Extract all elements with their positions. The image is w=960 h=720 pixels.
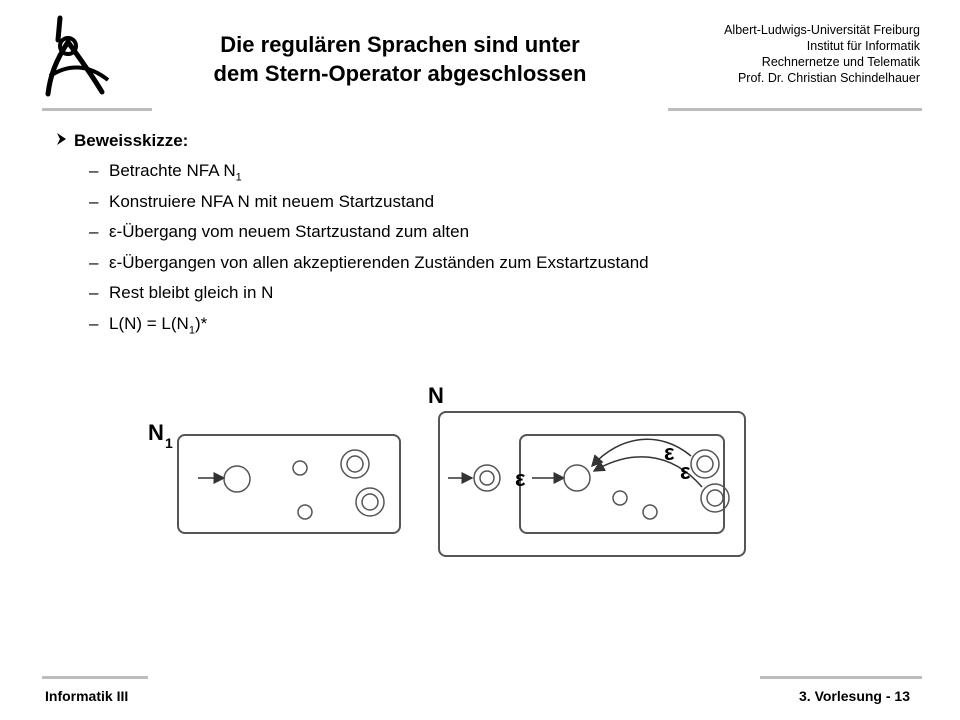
item-subscript: 1 xyxy=(235,171,242,184)
footer-course: Informatik III xyxy=(45,688,129,704)
dash: – xyxy=(89,283,99,302)
footer-page: 3. Vorlesung - 13 xyxy=(799,688,910,704)
dash: – xyxy=(89,161,99,180)
n-accept-state xyxy=(700,483,730,513)
n-inner-box xyxy=(519,434,725,534)
item-text: Konstruiere NFA N mit neuem Startzustand xyxy=(109,191,435,211)
list-item: – Rest bleibt gleich in N xyxy=(56,278,649,309)
title-line-1: Die regulären Sprachen sind unter xyxy=(220,32,580,57)
institution-line: Rechnernetze und Telematik xyxy=(761,55,920,69)
heading-text: Beweisskizze: xyxy=(74,131,189,150)
list-item: – Betrachte NFA N1 xyxy=(56,156,649,187)
n1-label-subscript: 1 xyxy=(165,435,173,451)
university-logo-icon xyxy=(45,15,110,97)
list-item: – ε-Übergang vom neuem Startzustand zum … xyxy=(56,217,649,248)
item-text: L(N) = L(N xyxy=(109,313,189,333)
list-item: – L(N) = L(N1)* xyxy=(56,309,649,340)
n-state xyxy=(612,490,628,506)
item-text: ε-Übergang vom neuem Startzustand zum al… xyxy=(109,222,470,241)
bullet-heading: Beweisskizze: xyxy=(56,126,649,156)
nfa-diagram: N 1 N ε ε ε xyxy=(148,383,746,557)
list-item: – ε-Übergangen von allen akzeptierenden … xyxy=(56,248,649,279)
slide-content: Beweisskizze: – Betrachte NFA N1 – Konst… xyxy=(56,126,649,339)
institution-block: Albert-Ludwigs-Universität Freiburg Inst… xyxy=(724,22,920,86)
item-text-suffix: )* xyxy=(194,313,208,333)
item-text: ε-Übergangen von allen akzeptierenden Zu… xyxy=(109,252,649,272)
n1-accept-state xyxy=(340,449,370,479)
epsilon-back-transition xyxy=(592,456,703,488)
epsilon-label: ε xyxy=(515,466,526,491)
institution-line: Institut für Informatik xyxy=(806,39,920,53)
n-accept-state xyxy=(690,449,720,479)
item-text: Rest bleibt gleich in N xyxy=(109,283,274,302)
item-subscript: 1 xyxy=(188,323,195,336)
dash: – xyxy=(89,252,99,272)
dash: – xyxy=(89,191,99,211)
n1-state xyxy=(292,460,308,476)
header-divider-right xyxy=(668,108,922,111)
n1-label: N xyxy=(148,420,164,445)
epsilon-label: ε xyxy=(680,459,691,484)
bullet-arrow-icon xyxy=(56,126,74,156)
slide-title: Die regulären Sprachen sind unter dem St… xyxy=(150,30,650,88)
dash: – xyxy=(89,222,99,241)
n1-box xyxy=(177,434,401,534)
institution-line: Prof. Dr. Christian Schindelhauer xyxy=(737,71,920,85)
header-divider-left xyxy=(42,108,152,111)
epsilon-back-transition xyxy=(590,438,692,468)
list-item: – Konstruiere NFA N mit neuem Startzusta… xyxy=(56,187,649,218)
item-text: Betrachte NFA N xyxy=(109,161,236,180)
title-line-2: dem Stern-Operator abgeschlossen xyxy=(213,61,587,86)
n-new-start-state xyxy=(473,464,501,492)
n1-start-state xyxy=(223,465,251,493)
epsilon-label: ε xyxy=(664,440,675,465)
n-outer-box xyxy=(438,411,746,557)
footer-divider-right xyxy=(760,676,922,679)
n-state xyxy=(642,504,658,520)
institution-line: Albert-Ludwigs-Universität Freiburg xyxy=(724,23,920,37)
n1-state xyxy=(297,504,313,520)
dash: – xyxy=(89,313,99,333)
n1-accept-state xyxy=(355,487,385,517)
n-old-start-state xyxy=(563,464,591,492)
n-label: N xyxy=(428,383,444,408)
footer-divider-left xyxy=(42,676,148,679)
